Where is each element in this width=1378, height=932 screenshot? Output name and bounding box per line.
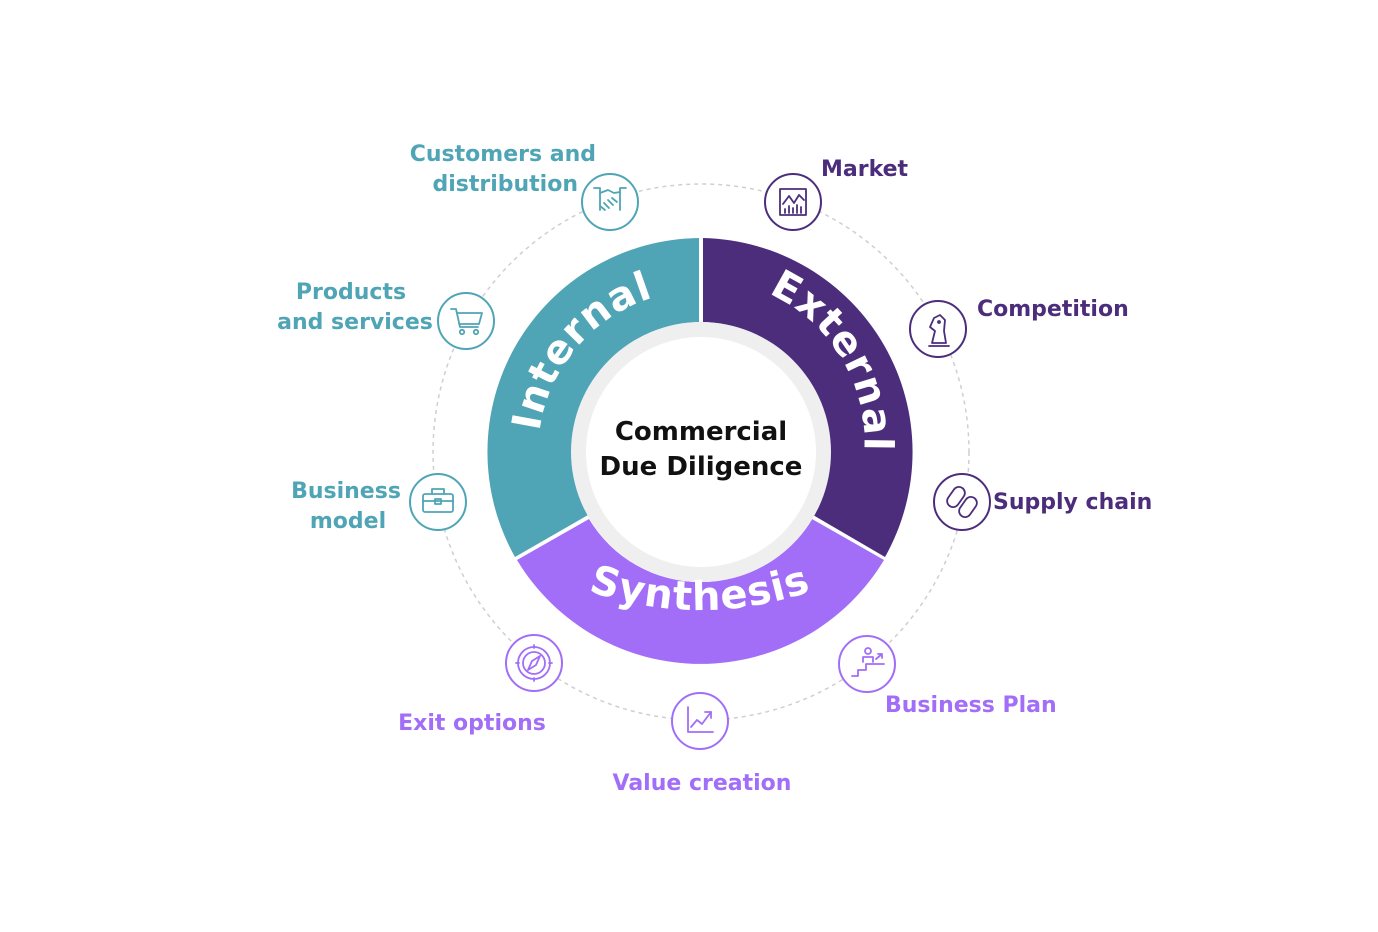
node-label-market: Market	[821, 157, 909, 182]
node-label-competition: Competition	[977, 297, 1129, 322]
node-supply-chain: Supply chain	[933, 473, 1152, 531]
person-growth-icon	[851, 647, 885, 677]
segment-synthesis	[517, 519, 884, 664]
trend-chart-icon	[687, 706, 714, 733]
center-disc	[586, 337, 816, 567]
compass-icon	[515, 644, 553, 682]
node-label-business-model-line1: Business	[291, 479, 401, 504]
handshake-icon	[593, 187, 627, 211]
node-customers: Customers and distribution	[410, 142, 639, 231]
node-exit-options: Exit options	[398, 634, 563, 736]
orbit-ring	[432, 183, 970, 721]
chess-knight-icon	[928, 314, 950, 347]
node-products: Products and services	[277, 280, 495, 350]
node-label-value-creation: Value creation	[613, 771, 792, 796]
node-label-supply-chain: Supply chain	[993, 490, 1152, 515]
shopping-cart-icon	[450, 308, 483, 336]
node-label-business-plan: Business Plan	[885, 693, 1057, 718]
segment-internal	[487, 238, 699, 557]
node-label-customers-line2: distribution	[432, 172, 578, 197]
node-label-exit-options: Exit options	[398, 711, 546, 736]
segment-external	[703, 238, 913, 557]
chain-link-icon	[946, 486, 978, 518]
node-business-model: Business model	[291, 473, 467, 534]
node-business-plan: Business Plan	[838, 635, 1057, 718]
briefcase-icon	[422, 488, 454, 513]
node-label-products-line2: and services	[277, 310, 433, 335]
node-competition: Competition	[909, 297, 1129, 358]
market-chart-icon	[779, 188, 807, 216]
node-value-creation: Value creation	[613, 692, 792, 796]
node-market: Market	[764, 157, 909, 231]
node-label-customers-line1: Customers and	[410, 142, 596, 167]
node-label-business-model-line2: model	[310, 509, 386, 534]
node-label-products-line1: Products	[296, 280, 406, 305]
center-title-line2: Due Diligence	[600, 452, 803, 482]
center-title-line1: Commercial	[615, 417, 787, 447]
